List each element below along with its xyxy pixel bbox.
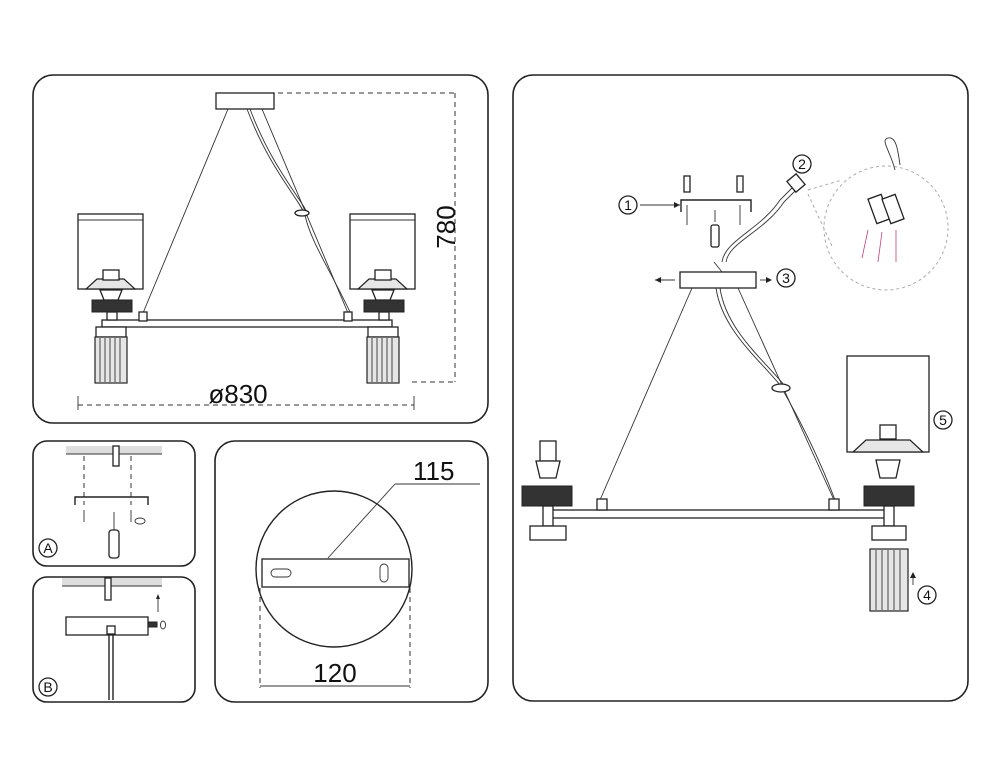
supply-wire [721,184,796,263]
right-lamp [349,213,416,384]
plate-width-dimension: 120 [313,658,356,688]
plate-magnifier [255,490,413,648]
height-dimension: 780 [431,205,461,248]
bracket-with-screws [680,175,752,248]
step-b-panel: B [32,576,196,703]
callout-5: 5 [939,412,947,428]
plate-detail-panel: 115 120 [214,440,489,703]
callout-1: 1 [624,197,632,213]
assembly-frame-bar [545,509,887,519]
step-a-label: A [43,540,53,556]
overview-panel: 780 ø830 [32,74,489,424]
left-lamp [77,213,144,384]
screwdriver [108,529,120,559]
right-socket-assembly [846,355,930,612]
mounting-plate [261,558,410,588]
step-a-panel: A [32,440,196,567]
callout-4: 4 [923,587,931,603]
callout-2: 2 [798,156,806,172]
mounting-bracket [74,496,149,505]
ceiling-canopy [215,92,275,110]
assembly-panel: 1 2 3 [512,74,969,702]
left-socket-assembly [521,440,573,541]
frame-bar [101,319,393,328]
side-screw [147,621,158,628]
step-b-label: B [43,679,52,695]
assembly-canopy [679,271,757,289]
callout-3: 3 [782,270,790,286]
cord-clip [294,209,310,217]
diameter-dimension: ø830 [208,379,267,409]
assembly-cord-clip [771,383,791,393]
plate-length-dimension: 115 [413,456,454,486]
